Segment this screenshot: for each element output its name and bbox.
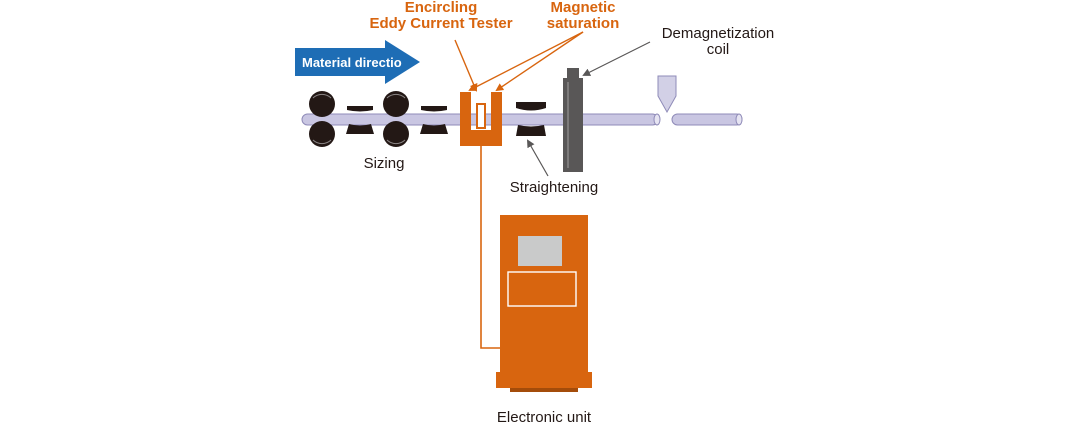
eddy-label-line2: Eddy Current Tester — [369, 15, 512, 32]
straightening-roll-bottom — [516, 125, 546, 136]
sizing-roll-top-1 — [309, 91, 335, 117]
tube-cut-end-icon — [735, 113, 743, 126]
tube-main-end-icon — [653, 113, 661, 126]
straightening-label: Straightening — [510, 179, 598, 196]
eddy-label-line1: Encircling — [405, 0, 478, 16]
tester-u-outer — [460, 92, 502, 146]
demag-label-line2: coil — [707, 41, 730, 58]
magnetic-label-line2: saturation — [547, 15, 620, 32]
signal-cable — [480, 146, 500, 349]
material-direction-arrow: Material directio — [295, 40, 420, 84]
demagnetization-coil — [563, 68, 583, 172]
side-roll-2 — [420, 106, 448, 134]
electronic-unit — [496, 215, 592, 392]
straightening-roll-top — [516, 102, 546, 111]
coil-cap — [567, 68, 579, 80]
side-roll-1 — [346, 106, 374, 134]
tester-probe-icon — [476, 103, 486, 129]
electronic-unit-label: Electronic unit — [497, 409, 592, 423]
cutter-blade-icon — [657, 75, 677, 114]
tube-cut-piece — [671, 113, 743, 126]
coil-body — [563, 78, 583, 172]
coil-highlight — [567, 82, 569, 168]
sizing-rolls — [309, 91, 409, 147]
sizing-roll-top-2 — [383, 91, 409, 117]
unit-base — [510, 388, 578, 392]
eddy-current-tester — [460, 92, 502, 146]
sizing-label: Sizing — [364, 155, 405, 172]
unit-screen — [518, 236, 562, 266]
direction-label: Material directio — [302, 55, 402, 70]
demag-label-line1: Demagnetization — [662, 25, 775, 42]
unit-foot-left — [496, 372, 504, 388]
eddy-tester-leader — [454, 39, 478, 92]
straightening-leader — [527, 139, 549, 177]
unit-foot-right — [584, 372, 592, 388]
magnetic-leader-2 — [495, 31, 584, 92]
sizing-roll-bottom-1 — [309, 121, 335, 147]
sizing-roll-bottom-2 — [383, 121, 409, 147]
material-tube — [301, 113, 743, 126]
demag-leader — [582, 41, 651, 76]
side-rolls — [346, 102, 546, 136]
unit-panel — [507, 271, 577, 307]
magnetic-label-line1: Magnetic — [550, 0, 615, 16]
magnetic-leader-1 — [468, 31, 584, 91]
direction-arrow-shape — [295, 40, 420, 84]
